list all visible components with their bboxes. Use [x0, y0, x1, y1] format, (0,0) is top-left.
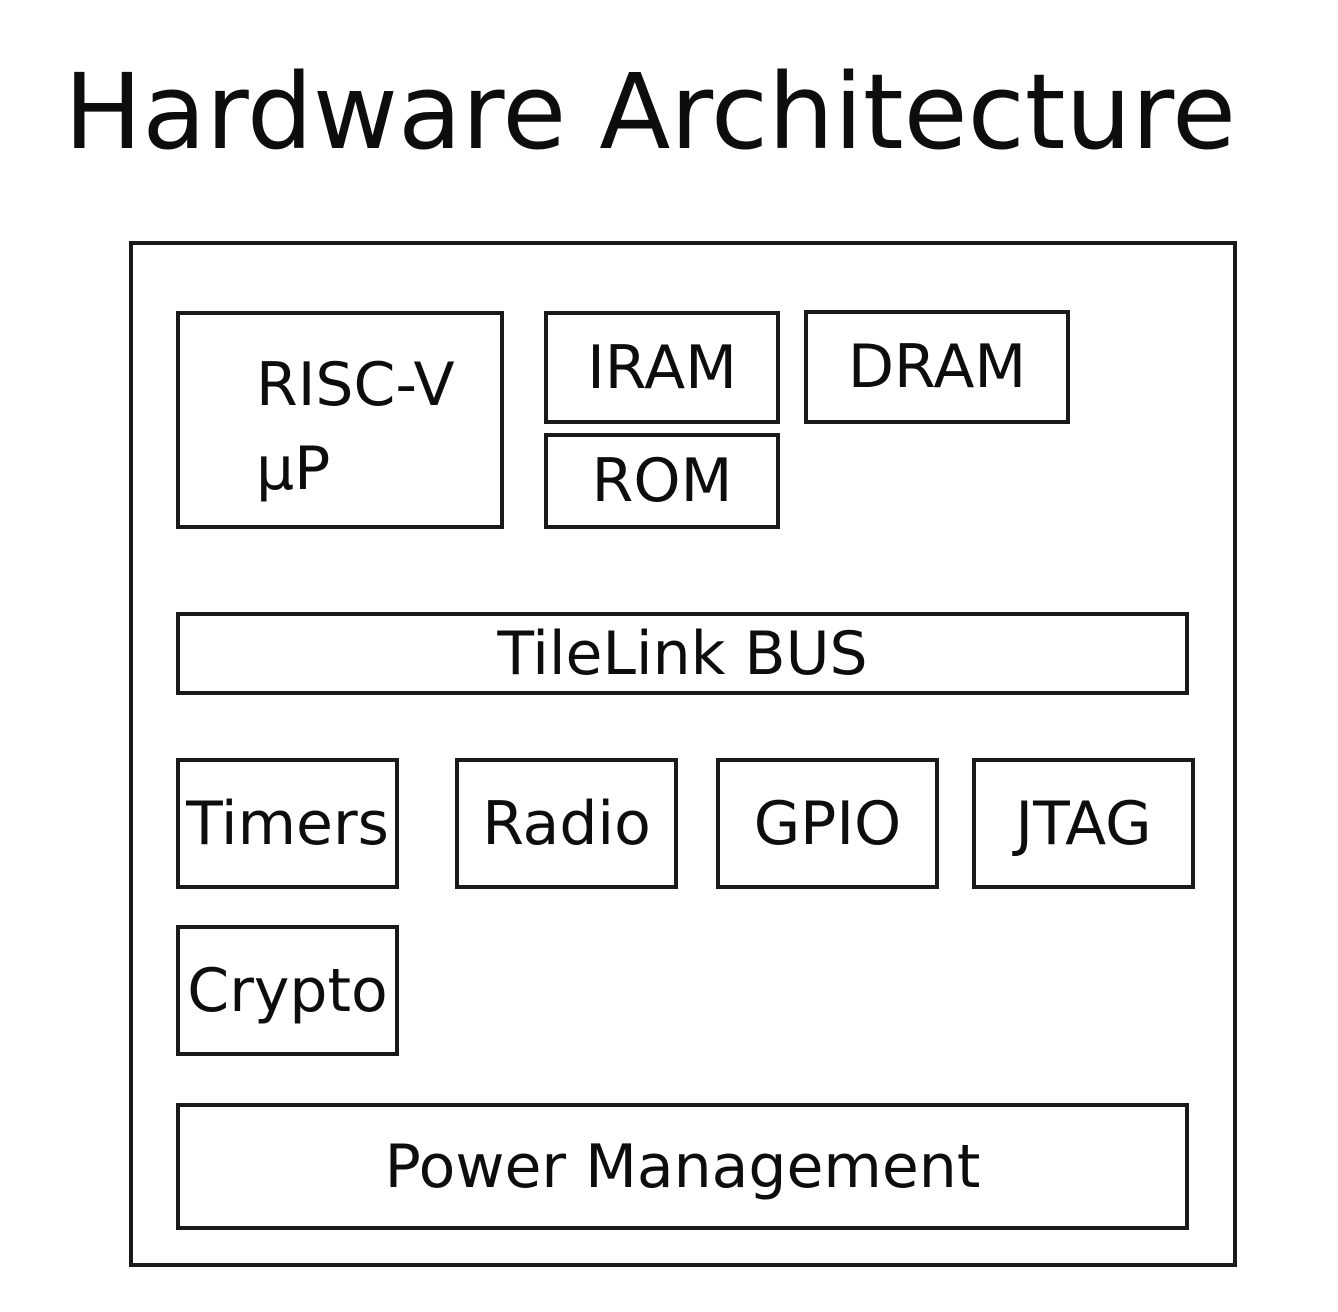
- tilelink-bus-block: TileLink BUS: [176, 612, 1189, 695]
- gpio-label: GPIO: [753, 788, 902, 859]
- jtag-label: JTAG: [1015, 788, 1152, 859]
- gpio-block: GPIO: [716, 758, 939, 889]
- power-management-label: Power Management: [384, 1131, 981, 1202]
- jtag-block: JTAG: [972, 758, 1195, 889]
- iram-label: IRAM: [587, 332, 737, 403]
- crypto-block: Crypto: [176, 925, 399, 1056]
- chip-outline: [129, 241, 1237, 1267]
- dram-block: DRAM: [804, 310, 1070, 424]
- risc-v-processor-block: RISC-V µP: [176, 311, 504, 529]
- timers-label: Timers: [186, 788, 389, 859]
- rom-label: ROM: [591, 446, 733, 516]
- radio-label: Radio: [482, 788, 651, 859]
- crypto-label: Crypto: [187, 955, 388, 1026]
- dram-label: DRAM: [847, 332, 1027, 402]
- timers-block: Timers: [176, 758, 399, 889]
- page-title: Hardware Architecture: [64, 51, 1236, 173]
- radio-block: Radio: [455, 758, 678, 889]
- cpu-label-line2: µP: [256, 434, 331, 504]
- cpu-label-line1: RISC-V: [256, 350, 455, 420]
- iram-block: IRAM: [544, 311, 780, 424]
- tilelink-bus-label: TileLink BUS: [497, 618, 868, 689]
- power-management-block: Power Management: [176, 1103, 1189, 1230]
- rom-block: ROM: [544, 433, 780, 529]
